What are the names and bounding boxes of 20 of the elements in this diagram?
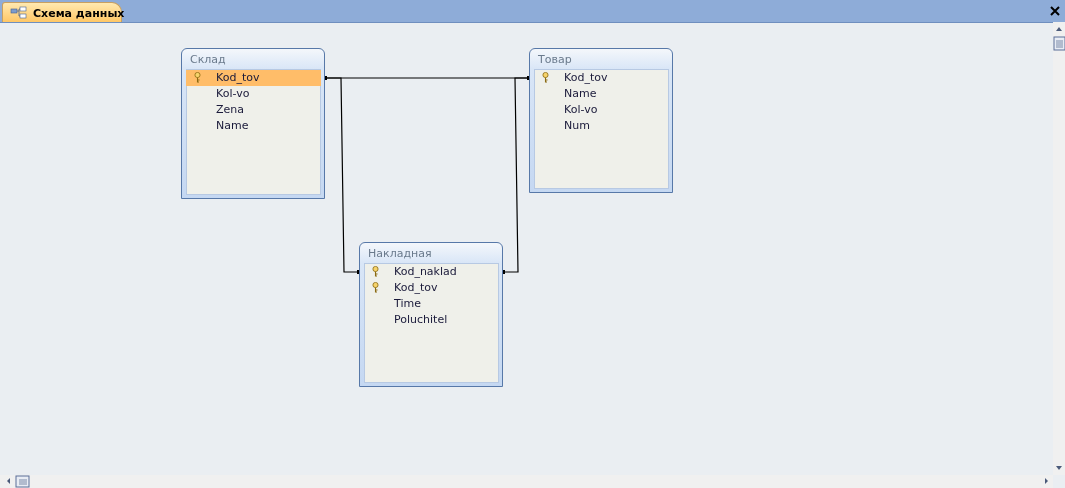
table-title: Накладная — [368, 247, 432, 260]
field-name: Zena — [216, 102, 244, 118]
table-window — [359, 242, 503, 387]
table-title: Склад — [190, 53, 226, 66]
field-name: Kod_tov — [564, 70, 608, 86]
table-window — [529, 48, 673, 193]
field-name: Num — [564, 118, 590, 134]
field-name: Kol-vo — [216, 86, 250, 102]
field-name: Poluchitel — [394, 312, 448, 328]
field-name: Kod_naklad — [394, 264, 457, 280]
field-name: Name — [216, 118, 249, 134]
selected-field-row — [186, 70, 321, 86]
tab-title: Схема данных — [33, 7, 125, 20]
field-name: Time — [394, 296, 421, 312]
table-window — [181, 48, 325, 199]
table-title: Товар — [538, 53, 572, 66]
field-name: Kol-vo — [564, 102, 598, 118]
field-name: Name — [564, 86, 597, 102]
field-name: Kod_tov — [216, 70, 260, 86]
field-name: Kod_tov — [394, 280, 438, 296]
